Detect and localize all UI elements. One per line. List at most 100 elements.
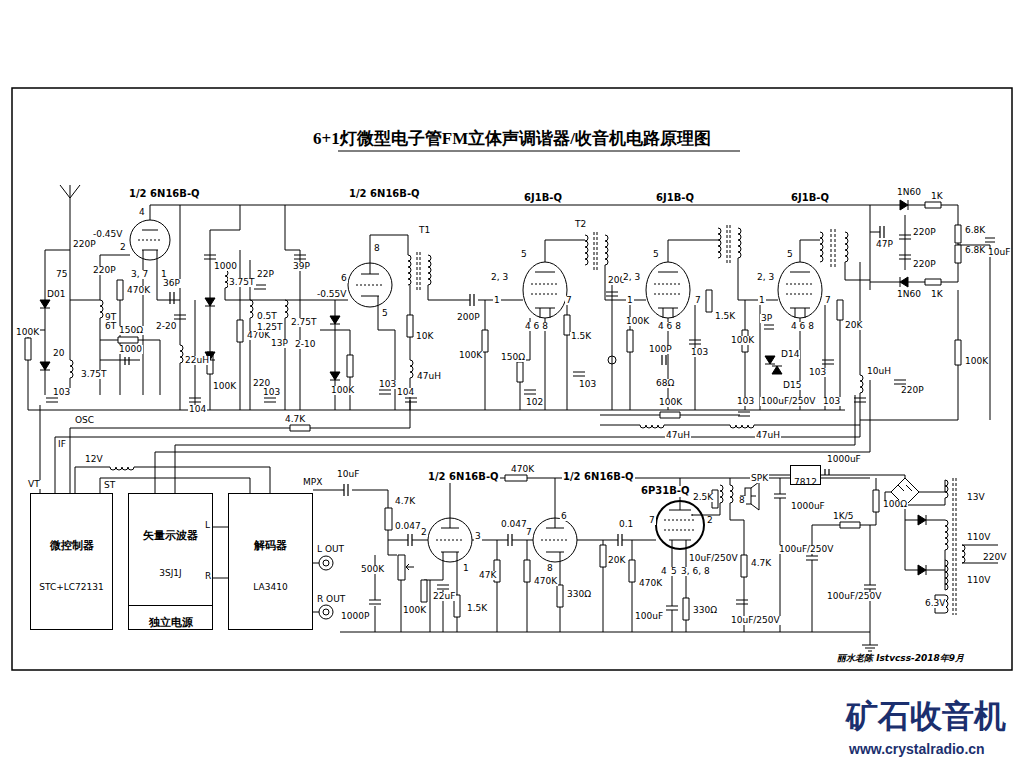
part-label: 6.8K bbox=[964, 246, 986, 255]
part-label: 47uH bbox=[416, 372, 442, 381]
part-label: 20K bbox=[607, 556, 626, 565]
part-label: 100uF/250V bbox=[778, 545, 834, 554]
part-label: L bbox=[204, 521, 211, 530]
part-label: 1000 bbox=[213, 262, 238, 271]
scope-box: 矢量示波器3SJ1J独立电源 bbox=[128, 493, 213, 630]
part-label: 100uF/250V bbox=[826, 592, 882, 601]
signal-wire bbox=[100, 478, 250, 493]
part-label: R OUT bbox=[316, 595, 346, 604]
signal-wire bbox=[213, 578, 228, 579]
tube-type: 1/2 6N16B-Q bbox=[562, 472, 635, 483]
tube-type: 6J1B-Q bbox=[655, 193, 695, 204]
pentode-tube bbox=[646, 262, 690, 318]
part-label: 3.75T bbox=[228, 278, 256, 287]
part-label: 100K bbox=[964, 357, 989, 366]
part-label: 1.5K bbox=[714, 312, 736, 321]
part-label: 22uF bbox=[432, 592, 456, 601]
part-label: 3P bbox=[760, 314, 773, 323]
part-label: 10uF bbox=[336, 470, 360, 479]
triode-tube bbox=[130, 220, 170, 260]
part-label: 100K bbox=[330, 386, 355, 395]
part-label: 100K bbox=[625, 317, 650, 326]
part-label: 3.75T bbox=[80, 370, 108, 379]
part-label: 220P bbox=[900, 386, 925, 395]
part-label: 2-20 bbox=[155, 322, 177, 331]
part-label: 75 bbox=[55, 270, 68, 279]
tube-grid bbox=[436, 540, 569, 541]
part-label: 103 bbox=[808, 368, 827, 377]
tube-grid bbox=[138, 240, 162, 241]
part-label: 1 bbox=[626, 296, 634, 305]
part-label: -0.55V bbox=[316, 290, 347, 299]
tube-type: 6J1B-Q bbox=[790, 193, 830, 204]
drawing-frame bbox=[12, 88, 1012, 670]
part-label: 1000P bbox=[340, 612, 370, 621]
part-label: 5 bbox=[670, 567, 678, 576]
tube-grid bbox=[356, 285, 384, 286]
chip-name: LA3410 bbox=[253, 582, 287, 592]
pentode-tube bbox=[778, 262, 822, 318]
part-label: 103 bbox=[822, 397, 841, 406]
part-label: 4.7K bbox=[284, 415, 306, 424]
part-label: 4.7K bbox=[750, 559, 772, 568]
part-label: 0.1 bbox=[618, 520, 634, 529]
part-label: 10uF/250V bbox=[688, 554, 739, 563]
part-label: IF bbox=[57, 440, 67, 449]
part-label: 104 bbox=[396, 388, 415, 397]
triode-tube bbox=[348, 263, 392, 307]
ground-symbol bbox=[862, 645, 878, 651]
transformer-core bbox=[417, 225, 956, 615]
part-label: 12V bbox=[84, 455, 104, 464]
part-label: 100P bbox=[648, 345, 673, 354]
wire bbox=[28, 205, 998, 645]
part-label: 4 6 8 bbox=[790, 322, 815, 331]
part-label: 6.8K bbox=[964, 226, 986, 235]
part-label: 470K bbox=[510, 465, 535, 474]
part-label: L OUT bbox=[316, 545, 345, 554]
part-label: 22P bbox=[256, 270, 275, 279]
regulator-box: 7812 bbox=[790, 465, 821, 485]
part-label: D01 bbox=[46, 290, 66, 299]
speaker-symbol bbox=[745, 488, 751, 504]
part-label: 103 bbox=[690, 348, 709, 357]
part-label: 2, 3 bbox=[756, 273, 775, 282]
speaker-cone bbox=[751, 482, 759, 510]
part-label: 2, 3 bbox=[490, 273, 509, 282]
part-label: 1.5K bbox=[466, 604, 488, 613]
test-loop bbox=[608, 356, 616, 364]
part-label: 6 bbox=[560, 512, 568, 521]
power-subbox: 独立电源 bbox=[129, 605, 212, 629]
part-label: 47P bbox=[875, 240, 894, 249]
part-label: 39P bbox=[292, 262, 311, 271]
part-label: T1 bbox=[418, 226, 431, 235]
part-label: 13P bbox=[270, 339, 289, 348]
part-label: 68Ω bbox=[655, 379, 675, 388]
part-label: OSC bbox=[74, 416, 95, 425]
part-label: 100Ω bbox=[882, 500, 908, 509]
part-label: 47K bbox=[478, 571, 497, 580]
part-label: 220P bbox=[72, 240, 97, 249]
part-label: 220P bbox=[912, 260, 937, 269]
tube-electrodes bbox=[142, 230, 158, 260]
part-label: 10uF/250V bbox=[730, 616, 781, 625]
block-name: 矢量示波器 bbox=[143, 529, 198, 542]
tube-type: 1/2 6N16B-Q bbox=[348, 189, 421, 200]
controller-box: 微控制器STC+LC72131 bbox=[30, 493, 113, 630]
part-label: 1 bbox=[493, 296, 501, 305]
signal-wire bbox=[213, 527, 228, 528]
part-label: 4 6 8 bbox=[524, 322, 549, 331]
part-label: 500K bbox=[360, 565, 385, 574]
part-label: MPX bbox=[302, 478, 323, 487]
part-label: D15 bbox=[782, 381, 802, 390]
part-label: 4 bbox=[138, 208, 146, 217]
part-label: 470K bbox=[638, 579, 663, 588]
part-label: 10K bbox=[415, 332, 434, 341]
part-label: 7 bbox=[648, 516, 656, 525]
chip-name: STC+LC72131 bbox=[39, 582, 103, 592]
part-label: R bbox=[204, 572, 212, 581]
part-label: 7 bbox=[694, 296, 702, 305]
part-label: 7 bbox=[565, 296, 573, 305]
part-label: 1 bbox=[758, 296, 766, 305]
tube-type: 6P31B-Q bbox=[640, 486, 690, 497]
